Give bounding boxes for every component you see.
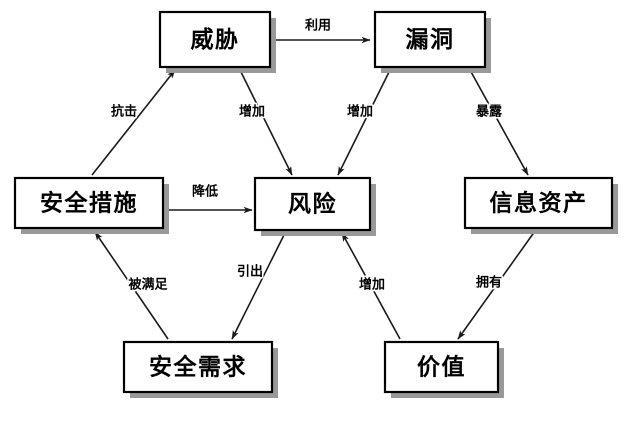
node-label-requirement: 安全需求 xyxy=(149,354,247,381)
edge-label-value-increases-risk: 增加 xyxy=(359,277,385,293)
node-vulnerability[interactable]: 漏洞 xyxy=(373,10,491,73)
edge-label-threat-exploits-vulnerability: 利用 xyxy=(305,18,331,34)
edge-label-safeguard-reduces-risk: 降低 xyxy=(192,184,218,200)
node-label-asset: 信息资产 xyxy=(490,190,588,217)
edge-asset-has-value xyxy=(457,230,536,340)
node-box-requirement[interactable] xyxy=(122,340,274,394)
edge-label-halo-safeguard-resists-threat: 抗击 xyxy=(111,104,137,120)
node-box-threat[interactable] xyxy=(158,10,272,69)
node-box-safeguard[interactable] xyxy=(13,176,165,230)
node-box-vulnerability[interactable] xyxy=(373,10,487,69)
edges-layer xyxy=(91,36,536,340)
edge-label-requirement-satisfied-by-safeguard: 被满足 xyxy=(127,277,168,293)
node-value[interactable]: 价值 xyxy=(383,340,504,398)
edge-value-increases-risk xyxy=(341,232,401,340)
edge-label-halo-requirement-satisfied-by-safeguard: 被满足 xyxy=(127,277,168,293)
edge-labels-layer: 利用利用抗击抗击增加增加增加增加暴露暴露降低降低被满足被满足引出引出增加增加拥有… xyxy=(109,16,504,294)
node-label-value: 价值 xyxy=(417,354,466,381)
node-requirement[interactable]: 安全需求 xyxy=(122,340,278,398)
edge-vulnerability-increases-risk xyxy=(337,69,391,176)
node-label-threat: 威胁 xyxy=(191,26,240,53)
node-label-safeguard: 安全措施 xyxy=(40,190,138,217)
edge-label-halo-asset-has-value: 拥有 xyxy=(476,275,502,291)
edge-label-halo-value-increases-risk: 增加 xyxy=(359,277,385,293)
edge-label-risk-derives-requirement: 引出 xyxy=(237,264,263,280)
edge-label-halo-vulnerability-exposes-asset: 暴露 xyxy=(475,105,503,120)
edge-label-halo-vulnerability-increases-risk: 增加 xyxy=(347,104,373,120)
node-safeguard[interactable]: 安全措施 xyxy=(13,176,169,234)
edge-label-halo-safeguard-reduces-risk: 降低 xyxy=(192,184,218,200)
edge-requirement-satisfied-by-safeguard xyxy=(94,231,169,340)
edge-label-halo-threat-exploits-vulnerability: 利用 xyxy=(305,18,331,34)
edge-label-safeguard-resists-threat: 抗击 xyxy=(111,104,137,120)
edge-label-asset-has-value: 拥有 xyxy=(476,275,502,291)
node-threat[interactable]: 威胁 xyxy=(158,10,276,73)
edge-label-halo-threat-increases-risk: 增加 xyxy=(239,104,265,120)
edge-risk-derives-requirement xyxy=(231,232,286,340)
edge-label-halo-risk-derives-requirement: 引出 xyxy=(237,264,263,280)
node-risk[interactable]: 风险 xyxy=(253,176,376,236)
edge-label-vulnerability-exposes-asset: 暴露 xyxy=(475,105,503,120)
node-asset[interactable]: 信息资产 xyxy=(463,176,618,234)
node-label-risk: 风险 xyxy=(288,191,337,218)
node-box-value[interactable] xyxy=(383,340,500,394)
edge-label-threat-increases-risk: 增加 xyxy=(239,104,265,120)
edge-label-vulnerability-increases-risk: 增加 xyxy=(347,104,373,120)
edge-vulnerability-exposes-asset xyxy=(469,69,529,176)
edge-threat-increases-risk xyxy=(239,69,293,176)
node-box-risk[interactable] xyxy=(253,176,372,232)
node-label-vulnerability: 漏洞 xyxy=(406,27,455,53)
edge-safeguard-resists-threat xyxy=(91,69,176,176)
node-box-asset[interactable] xyxy=(463,176,614,230)
